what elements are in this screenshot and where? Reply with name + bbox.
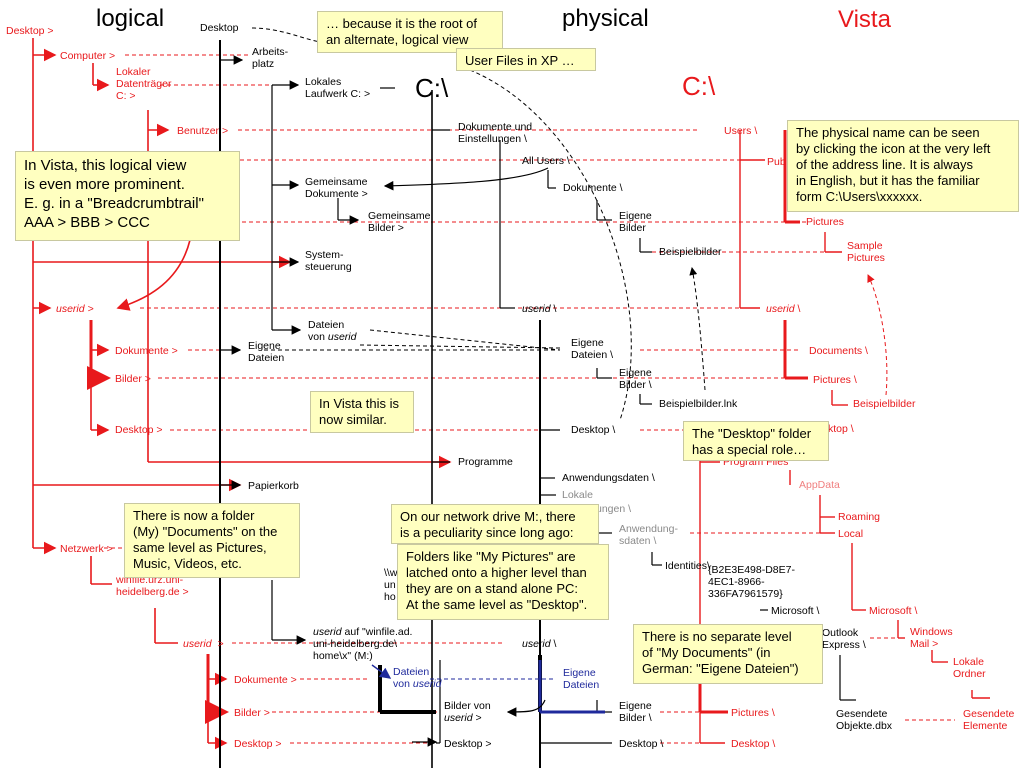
header-logical: logical: [96, 5, 165, 32]
phys-outlook-express: Outlook Express \: [822, 627, 866, 651]
phys-userid-m: userid \: [522, 638, 557, 650]
phys-beispielbilder-lnk: Beispielbilder.lnk: [659, 398, 738, 410]
phys-microsoft: Microsoft \: [771, 605, 820, 617]
vista-documents: Documents \: [809, 345, 868, 357]
phys-anwendungsdaten: Anwendungsdaten \: [562, 472, 655, 484]
phys-guid: {B2E3E498-D8E7- 4EC1-8966- 336FA7961579}: [708, 564, 795, 600]
header-physical: physical: [562, 5, 649, 32]
note-physical-name: The physical name can be seen by clickin…: [787, 120, 1019, 212]
phys-userid: userid \: [522, 303, 557, 315]
phys-dokumente-einstellungen: Dokumente und Einstellungen \: [458, 121, 533, 145]
phys-gesendete-objekte: Gesendete Objekte.dbx: [836, 708, 893, 732]
phys-lokale-fragment: ungen \: [596, 503, 632, 515]
xp-desktop-m: Desktop >: [444, 738, 492, 750]
xp-papierkorb: Papierkorb: [248, 480, 299, 492]
vista-windows-mail: Windows Mail >: [910, 626, 953, 650]
xp-gemeinsame-bilder: Gemeinsame Bilder >: [368, 210, 431, 234]
header-vista: Vista: [838, 6, 891, 33]
note-user-files-xp: User Files in XP …: [456, 48, 596, 71]
vista-appdata: AppData: [799, 479, 840, 491]
note-folders-latched: Folders like "My Pictures" are latched o…: [397, 544, 609, 620]
phys-desktop-m: Desktop \: [619, 738, 664, 750]
logical-userid: userid >: [56, 303, 94, 315]
vista-desktop-fragment: ktop \: [828, 423, 854, 435]
note-vista-similar: In Vista this is now similar.: [310, 391, 414, 433]
note-no-separate-level: There is no separate level of "My Docume…: [633, 624, 823, 684]
vista-lokale-ordner: Lokale Ordner: [953, 656, 986, 680]
vista-microsoft: Microsoft \: [869, 605, 918, 617]
note-desktop-special-role: The "Desktop" folder has a special role…: [683, 421, 829, 461]
logical-userid-network: userid >: [183, 638, 224, 650]
phys-beispielbilder: Beispielbilder: [659, 246, 722, 258]
phys-identities: Identities\: [665, 560, 710, 572]
xp-lokales-laufwerk: Lokales Laufwerk C: >: [305, 76, 371, 100]
vista-beispielbilder: Beispielbilder: [853, 398, 916, 410]
logical-desktop-network: Desktop >: [234, 738, 282, 750]
xp-unc-fragment: \\w un ho: [384, 567, 398, 603]
vista-userid: userid \: [766, 303, 801, 315]
xp-desktop: Desktop: [200, 22, 239, 34]
xp-userid-auf-winfile: userid auf "winfile.ad. uni-heidelberg.d…: [313, 626, 413, 662]
xp-arbeitsplatz: Arbeits- platz: [252, 46, 289, 70]
note-documents-folder: There is now a folder (My) "Documents" o…: [124, 503, 300, 578]
vista-desktop3: Desktop \: [731, 738, 776, 750]
logical-netzwerk: Netzwerk >: [60, 543, 113, 555]
phys-eigene-bilder2: Eigene Bilder \: [619, 367, 652, 391]
phys-all-users: All Users \: [522, 155, 570, 167]
logical-dokumente-network: Dokumente >: [234, 674, 297, 686]
vista-pictures3: Pictures \: [731, 707, 775, 719]
xp-systemsteuerung: System- steuerung: [305, 249, 352, 273]
phys-eigene-bilder: Eigene Bilder: [619, 210, 652, 234]
logical-bilder: Bilder >: [115, 373, 151, 385]
phys-dokumente: Dokumente \: [563, 182, 623, 194]
note-vista-logical-view: In Vista, this logical view is even more…: [15, 151, 240, 241]
vista-users: Users \: [724, 125, 758, 137]
logical-bilder-network: Bilder >: [234, 707, 270, 719]
logical-desktop-root: Desktop >: [6, 25, 54, 37]
vista-pictures2: Pictures \: [813, 374, 857, 386]
xp-gemeinsame-dokumente: Gemeinsame Dokumente >: [305, 176, 368, 200]
drive-c-vista: C:\: [682, 71, 716, 101]
vista-public: Pub: [767, 156, 786, 168]
phys-eigene-bilder-m: Eigene Bilder \: [619, 700, 652, 724]
note-root-of-logical-view: … because it is the root of an alternate…: [317, 11, 503, 53]
logical-benutzer: Benutzer >: [177, 125, 229, 137]
logical-desktop: Desktop >: [115, 424, 163, 436]
phys-anwendungsdaten2: Anwendung- sdaten \: [619, 523, 678, 547]
phys-eigene-dateien: Eigene Dateien \: [571, 337, 614, 361]
vista-sample-pictures: Sample Pictures: [847, 240, 885, 264]
phys-eigene-dateien-m: Eigene Dateien: [563, 667, 600, 691]
vista-local: Local: [838, 528, 864, 540]
note-network-drive: On our network drive M:, there is a pecu…: [391, 504, 599, 544]
phys-desktop: Desktop \: [571, 424, 616, 436]
xp-eigene-dateien: Eigene Dateien: [248, 340, 285, 364]
vista-pictures: Pictures: [806, 216, 844, 228]
logical-computer: Computer >: [60, 50, 116, 62]
vista-roaming: Roaming: [838, 511, 881, 523]
vista-gesendete-elemente: Gesendete Elemente: [963, 708, 1015, 732]
drive-c-xp: C:\: [415, 73, 449, 103]
logical-dokumente: Dokumente >: [115, 345, 178, 357]
logical-lokaler-datentraeger: Lokaler Datenträger C: >: [116, 66, 172, 102]
phys-programme: Programme: [458, 456, 513, 468]
phys-lokale: Lokale: [562, 489, 593, 501]
